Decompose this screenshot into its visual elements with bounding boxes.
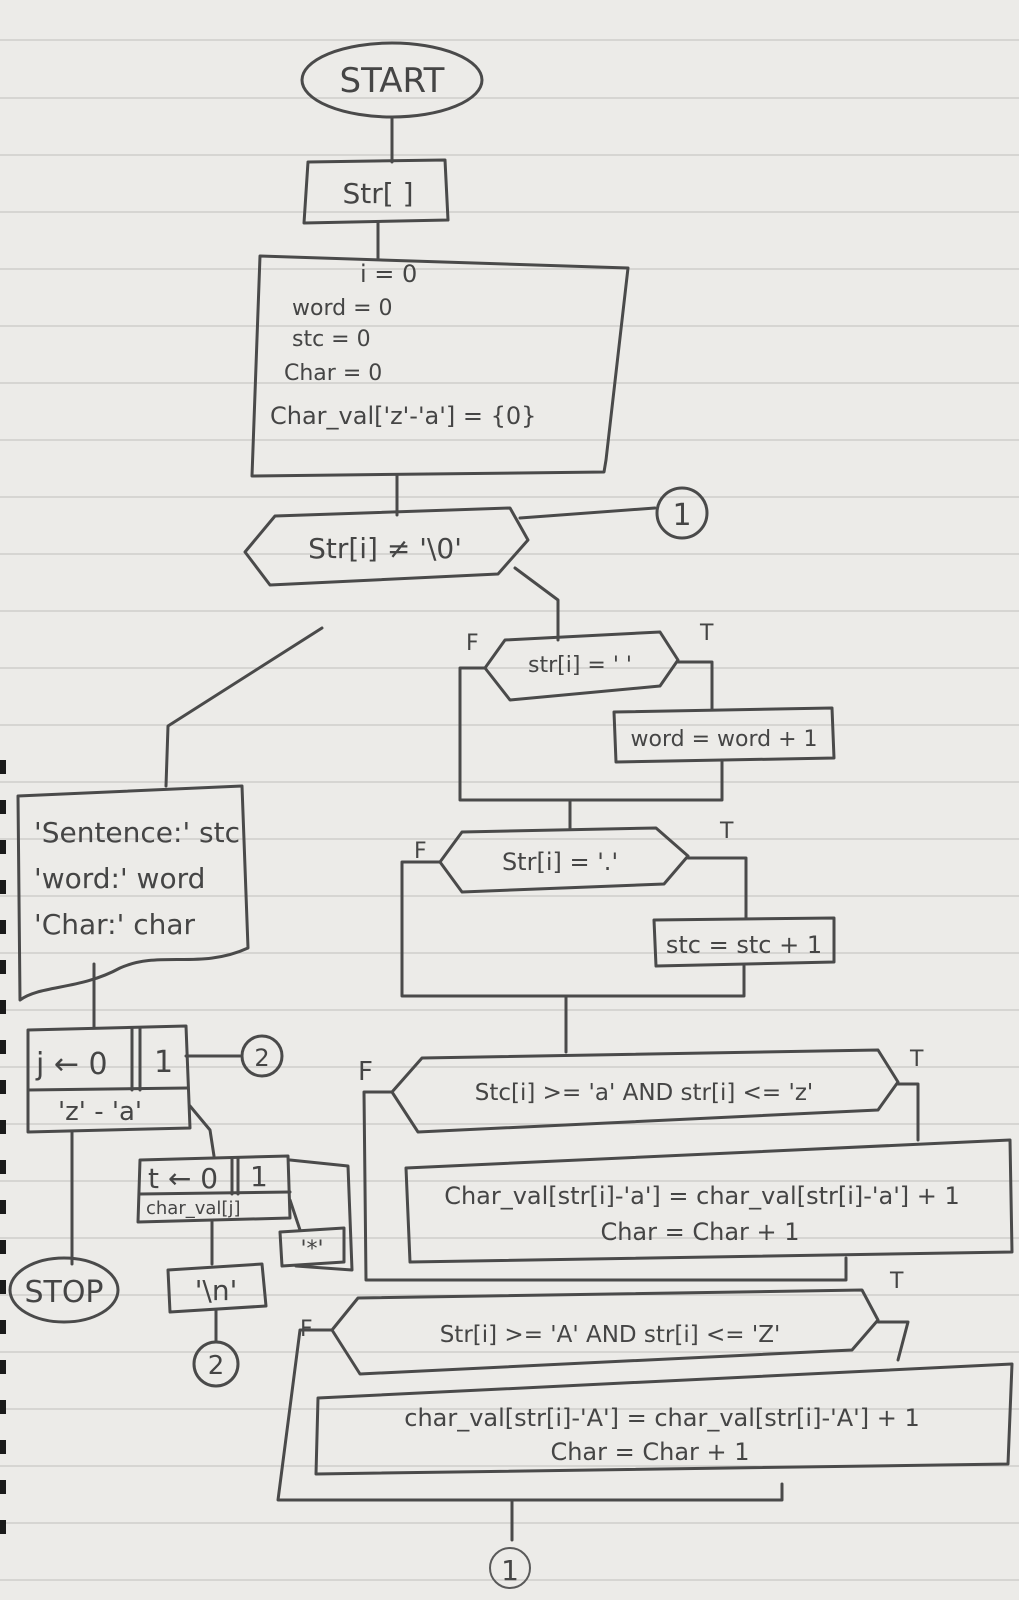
svg-text:t ← 0: t ← 0 xyxy=(148,1162,218,1195)
inner-loop-box: t ← 0 1 char_val[j] xyxy=(136,1154,292,1224)
star-output: '*' xyxy=(278,1226,346,1268)
loop-condition-label: Str[i] ≠ '\0' xyxy=(308,532,462,565)
input-node: Str[ ] xyxy=(302,158,450,225)
true-line xyxy=(876,1320,910,1362)
svg-text:'word:' word: 'word:' word xyxy=(34,862,205,895)
svg-text:Char = Char + 1: Char = Char + 1 xyxy=(600,1218,799,1246)
input-label: Str[ ] xyxy=(342,177,413,210)
true-line xyxy=(676,660,714,712)
svg-text:2: 2 xyxy=(254,1044,269,1072)
merge-line xyxy=(458,666,724,802)
connector-2-bottom: 2 xyxy=(192,1340,240,1388)
space-condition: str[i] = ' ' xyxy=(483,630,680,702)
inner-loop-return xyxy=(288,1158,354,1272)
svg-text:'Sentence:' stc: 'Sentence:' stc xyxy=(34,816,240,849)
true-line xyxy=(686,856,748,920)
svg-text:1: 1 xyxy=(154,1045,173,1080)
svg-text:str[i] = ' ': str[i] = ' ' xyxy=(528,653,632,678)
exit-branch-line xyxy=(164,626,324,788)
init-process-box: i = 0 word = 0 stc = 0 Char = 0 Char_val… xyxy=(250,254,630,478)
svg-text:STOP: STOP xyxy=(24,1275,103,1310)
outer-loop-box: j ← 0 1 'z' - 'a' xyxy=(26,1024,192,1134)
body-branch-line xyxy=(513,566,560,642)
svg-text:word = word + 1: word = word + 1 xyxy=(631,727,818,752)
stc-increment-box: stc = stc + 1 xyxy=(652,916,836,968)
init-char: Char = 0 xyxy=(284,361,382,386)
svg-text:j ← 0: j ← 0 xyxy=(35,1047,108,1082)
lowercase-body-box: Char_val[str[i]-'a'] = char_val[str[i]-'… xyxy=(404,1138,1014,1264)
merge-line xyxy=(362,1090,848,1282)
newline-output: '\n' xyxy=(166,1262,268,1314)
bottom-connector-1: 1 xyxy=(489,1547,531,1589)
uppercase-body-box: char_val[str[i]-'A'] = char_val[str[i]-'… xyxy=(314,1362,1014,1476)
svg-text:1: 1 xyxy=(672,498,691,533)
svg-text:Str[i] = '.': Str[i] = '.' xyxy=(502,848,618,876)
true-label-4: T xyxy=(889,1269,904,1294)
start-label: START xyxy=(340,61,445,101)
svg-text:'Char:' char: 'Char:' char xyxy=(34,908,196,941)
svg-text:stc = stc + 1: stc = stc + 1 xyxy=(666,931,822,959)
svg-text:'*': '*' xyxy=(300,1237,323,1262)
output-document: 'Sentence:' stc 'word:' word 'Char:' cha… xyxy=(16,784,250,1002)
false-label-2: F xyxy=(414,839,427,864)
connector-line xyxy=(288,1198,302,1232)
merge-line xyxy=(276,1328,784,1502)
svg-text:1: 1 xyxy=(250,1160,268,1193)
svg-text:1: 1 xyxy=(501,1554,519,1587)
svg-text:2: 2 xyxy=(208,1351,225,1381)
init-word: word = 0 xyxy=(292,296,393,321)
connector-2-top: 2 xyxy=(240,1034,284,1078)
paper-rules xyxy=(0,39,1019,1581)
svg-text:char_val[str[i]-'A'] = char_va: char_val[str[i]-'A'] = char_val[str[i]-'… xyxy=(404,1404,919,1432)
uppercase-condition: Str[i] >= 'A' AND str[i] <= 'Z' xyxy=(330,1288,880,1376)
true-label-1: T xyxy=(699,621,714,646)
word-increment-box: word = word + 1 xyxy=(612,706,836,764)
true-line xyxy=(896,1082,920,1142)
init-i: i = 0 xyxy=(360,260,417,288)
svg-text:Char_val[str[i]-'a'] = char_va: Char_val[str[i]-'a'] = char_val[str[i]-'… xyxy=(444,1182,960,1210)
svg-text:'z' - 'a': 'z' - 'a' xyxy=(58,1097,142,1127)
start-terminal: START xyxy=(300,41,484,119)
binding-holes xyxy=(0,760,6,1534)
true-label-3: T xyxy=(909,1047,924,1072)
stop-terminal: STOP xyxy=(8,1256,120,1324)
lowercase-condition: Stc[i] >= 'a' AND str[i] <= 'z' xyxy=(390,1048,900,1134)
init-char-val: Char_val['z'-'a'] = {0} xyxy=(270,402,536,430)
connector-line xyxy=(188,1104,216,1158)
svg-text:Char = Char + 1: Char = Char + 1 xyxy=(550,1438,749,1466)
false-label-3: F xyxy=(358,1057,373,1087)
connector-1: 1 xyxy=(655,486,709,540)
svg-text:Str[i] >= 'A' AND str[i] <= 'Z: Str[i] >= 'A' AND str[i] <= 'Z' xyxy=(440,1322,781,1348)
loop-condition: Str[i] ≠ '\0' xyxy=(243,506,530,587)
dot-condition: Str[i] = '.' xyxy=(438,826,690,894)
svg-text:Stc[i] >= 'a' AND str[i] <= 'z: Stc[i] >= 'a' AND str[i] <= 'z' xyxy=(475,1080,813,1106)
true-label-2: T xyxy=(719,819,734,844)
init-stc: stc = 0 xyxy=(292,327,371,352)
connector-line xyxy=(518,506,657,520)
svg-text:'\n': '\n' xyxy=(195,1274,238,1307)
false-label-1: F xyxy=(466,631,479,656)
merge-line xyxy=(400,860,746,998)
svg-text:char_val[j]: char_val[j] xyxy=(146,1198,240,1219)
